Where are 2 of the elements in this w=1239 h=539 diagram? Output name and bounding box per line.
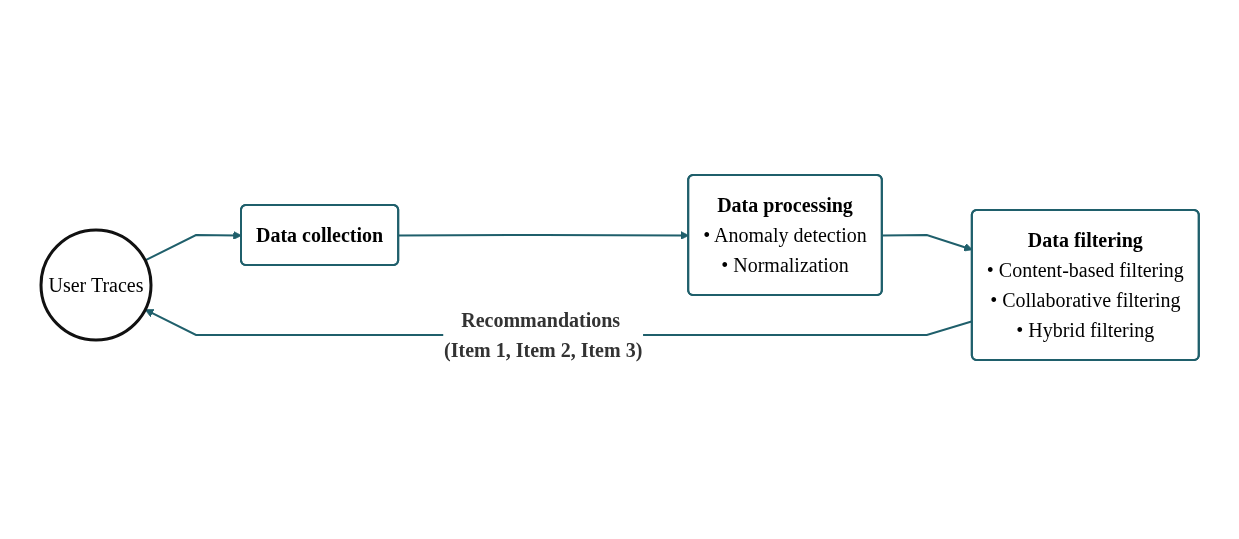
edge-label: Recommandations (Item 1, Item 2, Item 3) (443, 308, 642, 361)
node-circle: User Traces (39, 228, 153, 341)
